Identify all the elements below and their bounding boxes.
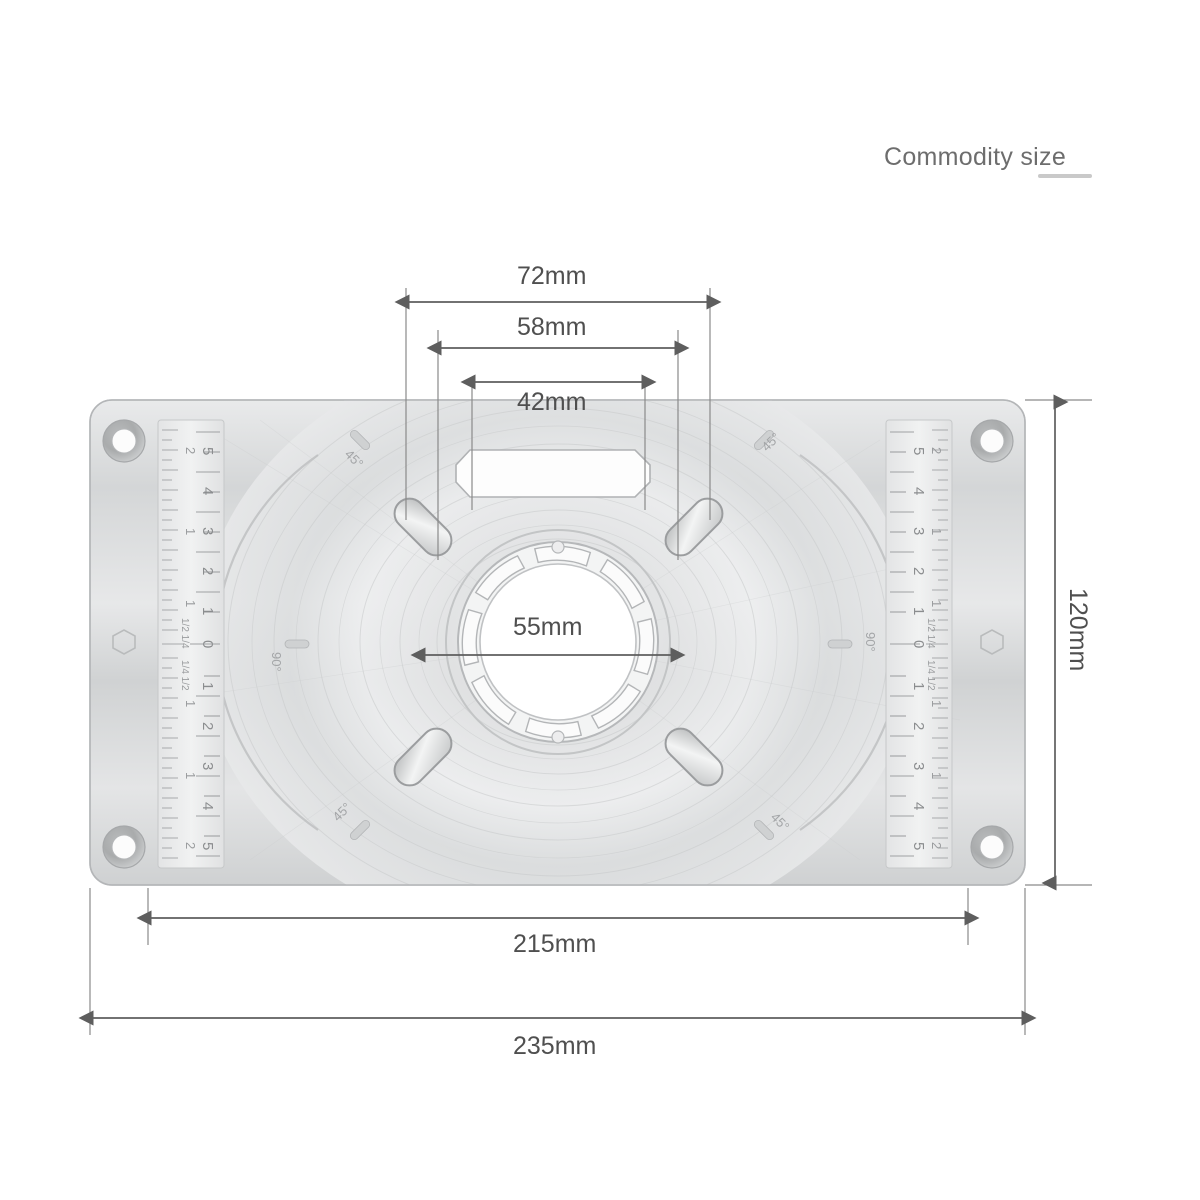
svg-text:5: 5 — [199, 447, 216, 455]
svg-text:2: 2 — [910, 567, 927, 575]
slot-top-right — [664, 497, 724, 557]
svg-text:3: 3 — [199, 762, 216, 770]
svg-text:4: 4 — [910, 802, 927, 810]
dimension-label-42mm: 42mm — [517, 388, 587, 416]
angle-label-90-right: 90° — [863, 632, 878, 652]
corner-mounting-holes — [102, 419, 1014, 869]
edge-hex-marking-left — [112, 629, 136, 655]
dimension-group-120 — [1025, 394, 1092, 891]
corner-hole-top-left — [102, 419, 146, 463]
svg-text:1: 1 — [929, 600, 944, 607]
svg-text:1: 1 — [183, 600, 198, 607]
svg-text:1: 1 — [183, 528, 198, 535]
svg-text:1: 1 — [199, 682, 216, 690]
slot-bottom-right — [664, 727, 724, 787]
page-title-block: Commodity size — [884, 142, 1104, 190]
svg-text:2: 2 — [183, 447, 198, 454]
svg-text:2: 2 — [929, 842, 944, 849]
svg-text:2: 2 — [910, 722, 927, 730]
dimension-label-58mm: 58mm — [517, 313, 587, 341]
angle-label-90-left: 90° — [269, 652, 284, 672]
corner-hole-bottom-left — [102, 825, 146, 869]
svg-text:5: 5 — [199, 842, 216, 850]
svg-text:3: 3 — [910, 527, 927, 535]
svg-text:2: 2 — [199, 722, 216, 730]
dimension-label-55mm: 55mm — [513, 613, 583, 641]
diagonal-mounting-slots — [393, 497, 724, 787]
svg-text:1/2 1/4: 1/2 1/4 — [925, 618, 936, 649]
svg-text:5: 5 — [910, 447, 927, 455]
svg-text:1: 1 — [199, 607, 216, 615]
rectangular-cutout — [455, 449, 651, 498]
center-arc-slots — [461, 545, 655, 739]
svg-text:1: 1 — [929, 700, 944, 707]
edge-hex-marking-right — [980, 629, 1004, 655]
dimension-lines — [405, 288, 711, 560]
svg-text:2: 2 — [183, 842, 198, 849]
svg-text:1/4 1/2: 1/4 1/2 — [179, 660, 190, 691]
svg-text:5: 5 — [910, 842, 927, 850]
corner-hole-top-right — [970, 419, 1014, 463]
dimension-label-120mm: 120mm — [1064, 588, 1092, 672]
dimension-group-215 — [136, 888, 980, 945]
svg-text:0: 0 — [199, 640, 216, 648]
dimension-label-215mm: 215mm — [513, 930, 597, 958]
dimension-label-72mm: 72mm — [517, 262, 587, 290]
svg-text:1: 1 — [929, 772, 944, 779]
dimension-group-235 — [78, 888, 1037, 1035]
ruler-right: 5 4 3 2 1 0 1 2 3 4 5 2 1 1 1/2 1/4 1/4 … — [885, 419, 953, 869]
svg-text:1: 1 — [183, 700, 198, 707]
svg-text:3: 3 — [910, 762, 927, 770]
svg-text:1: 1 — [183, 772, 198, 779]
svg-text:2: 2 — [929, 447, 944, 454]
slot-top-left — [393, 497, 453, 557]
svg-text:3: 3 — [199, 527, 216, 535]
title-underline — [1038, 174, 1092, 178]
svg-text:4: 4 — [199, 802, 216, 810]
svg-text:1/4 1/2: 1/4 1/2 — [925, 660, 936, 691]
center-bore-assembly — [445, 529, 671, 755]
svg-text:1: 1 — [929, 528, 944, 535]
svg-text:4: 4 — [199, 487, 216, 495]
svg-text:1: 1 — [910, 607, 927, 615]
slot-bottom-left — [393, 727, 453, 787]
dimension-label-235mm: 235mm — [513, 1032, 597, 1060]
ruler-left: 5 4 3 2 1 0 1 2 3 4 5 2 1 1 1/2 1/4 1/4 … — [157, 419, 225, 869]
svg-text:2: 2 — [199, 567, 216, 575]
page-title: Commodity size — [884, 143, 1067, 171]
svg-text:1/2 1/4: 1/2 1/4 — [179, 618, 190, 649]
corner-hole-bottom-right — [970, 825, 1014, 869]
svg-text:1: 1 — [910, 682, 927, 690]
svg-text:4: 4 — [910, 487, 927, 495]
svg-text:0: 0 — [910, 640, 927, 648]
